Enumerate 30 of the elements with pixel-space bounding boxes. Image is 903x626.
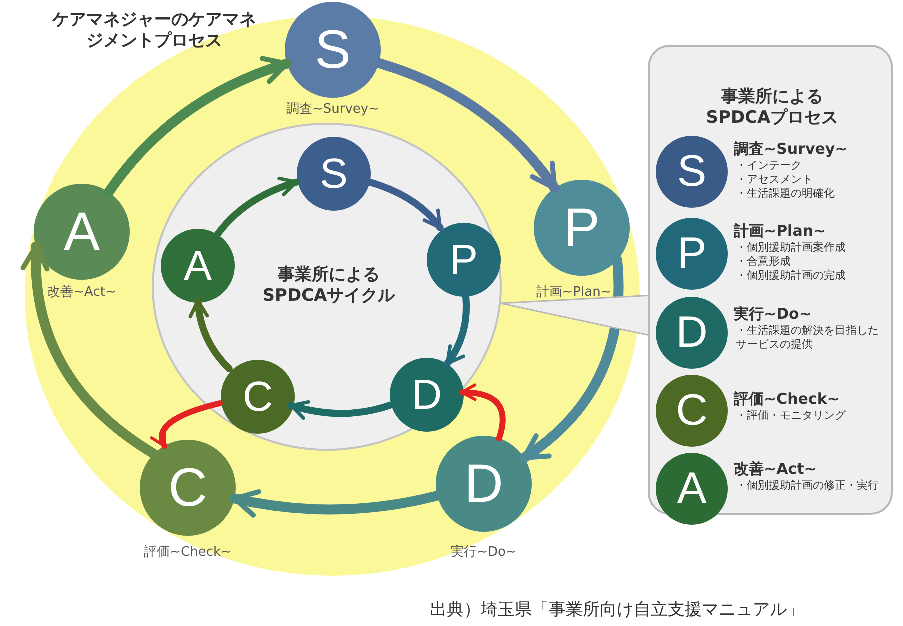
step-label: 調査~Survey~ — [286, 101, 380, 119]
step-detail: ・アセスメント — [735, 172, 813, 187]
arrow — [22, 242, 160, 460]
arrow — [214, 177, 300, 238]
arrow — [189, 297, 234, 373]
heading: 事業所によるSPDCAサイクル — [262, 265, 396, 308]
heading: 事業所によるSPDCAプロセス — [705, 87, 840, 130]
source-caption: 出典）埼玉県「事業所向け自立支援マニュアル」 — [430, 599, 804, 622]
step-detail: ・生活課題の解決を目指したサービスの提供 — [735, 324, 880, 352]
arrow — [288, 400, 394, 420]
step-title: 実行~Do~ — [734, 305, 812, 324]
step-detail: ・合意形成 — [735, 254, 791, 269]
heading: ケアマネジャーのケアマネジメントプロセス — [51, 10, 258, 52]
step-detail: ・生活課題の明確化 — [735, 186, 835, 201]
step-detail: ・個別援助計画の完成 — [735, 268, 846, 283]
arrow — [459, 384, 506, 442]
step-detail: ・個別援助計画の修正・実行 — [735, 478, 879, 493]
arrow — [104, 56, 292, 198]
step-title: 調査~Survey~ — [734, 140, 848, 159]
step-detail: ・インテーク — [735, 158, 802, 173]
step-detail: ・評価・モニタリング — [735, 408, 846, 423]
step-title: 計画~Plan~ — [734, 222, 826, 241]
arrow — [519, 255, 624, 464]
callout-tail — [500, 294, 651, 337]
arrow — [151, 400, 223, 450]
step-title: 評価~Check~ — [734, 390, 840, 409]
step-label: 計画~Plan~ — [536, 284, 612, 302]
step-label: 改善~Act~ — [48, 284, 116, 302]
step-detail: ・個別援助計画案作成 — [735, 240, 846, 255]
step-title: 改善~Act~ — [734, 460, 817, 479]
